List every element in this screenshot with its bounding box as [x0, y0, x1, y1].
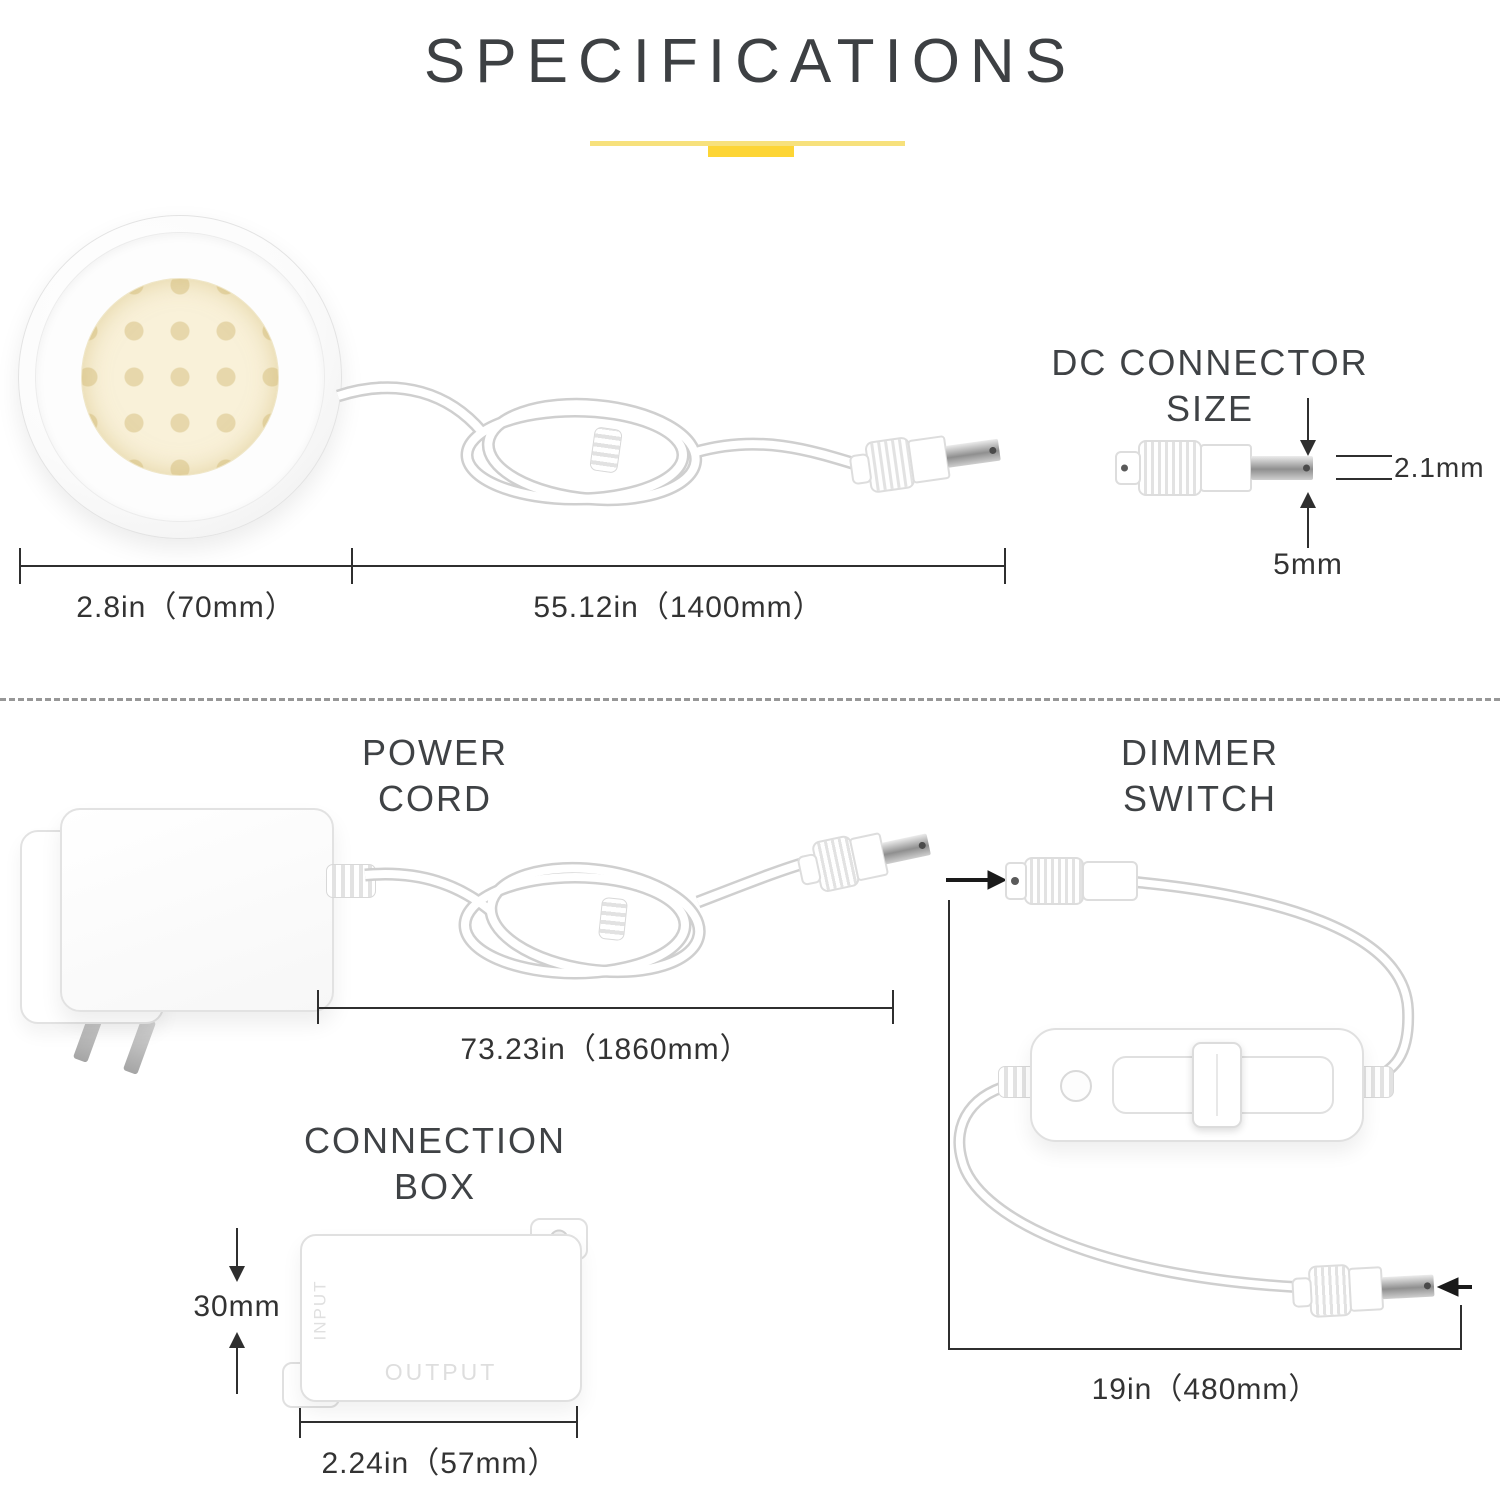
adapter-prong	[122, 1017, 157, 1075]
plug-grip-ribs	[1138, 440, 1202, 496]
dimmer-cord-length-dimension: 19in（480mm）	[1091, 1373, 1320, 1406]
puck-light-lens	[81, 278, 279, 476]
dc-connector-size-illustration	[1115, 440, 1320, 496]
dimmer-dc-plug	[1291, 1260, 1443, 1318]
dimmer-input-connector	[1005, 857, 1145, 905]
connector-body	[1082, 861, 1138, 901]
dim-line	[20, 565, 1005, 567]
dimmer-slider-knob	[1192, 1042, 1242, 1128]
dim-line	[300, 1421, 578, 1423]
plug-metal-tip	[944, 438, 1001, 468]
connection-box-output-label: OUTPUT	[384, 1359, 498, 1385]
down-arrow-icon	[1300, 440, 1316, 456]
section-divider	[0, 698, 1500, 701]
power-cord-title-line1: POWER	[361, 732, 508, 773]
power-adapter-body	[60, 808, 334, 1012]
dim-extension-line	[1460, 1305, 1462, 1350]
dimmer-button	[1060, 1070, 1092, 1102]
dim-arrow-line	[1307, 508, 1309, 548]
plug-back-cap	[848, 452, 873, 486]
dim-arrow-line	[236, 1346, 238, 1394]
dim-line	[949, 1348, 1462, 1350]
connector-grip-ribs	[1024, 857, 1084, 905]
connector-socket-face	[1005, 862, 1027, 900]
plug-barrel	[1200, 444, 1252, 492]
plug-barrel	[907, 435, 951, 484]
dim-line	[318, 1007, 893, 1009]
dc-connector-title-line1: DC CONNECTOR	[1051, 342, 1369, 383]
dimmer-title-line1: DIMMER	[1121, 732, 1279, 773]
dc-connector-title-line2: SIZE	[1165, 388, 1254, 429]
plug-grip-ribs	[1307, 1263, 1353, 1318]
plug-back-cap	[1291, 1276, 1313, 1308]
connection-box-width-dimension: 2.24in（57mm）	[321, 1447, 559, 1480]
dim-extension-line	[1336, 478, 1392, 480]
dimmer-wires-illustration	[946, 870, 1472, 1297]
dimmer-switch-illustration	[1030, 1028, 1364, 1142]
dc-inner-diameter-dimension: 2.1mm	[1394, 452, 1485, 483]
power-cord-title-line2: CORD	[378, 778, 492, 819]
cord-tie-band	[597, 896, 629, 942]
connection-box-illustration: INPUT OUTPUT	[300, 1234, 582, 1402]
dim-arrow-line	[236, 1228, 238, 1268]
power-cord-title: POWER CORD	[280, 730, 590, 822]
plug-back-cap	[1115, 451, 1141, 485]
plug-metal-tip	[881, 833, 931, 865]
dc-connector-size-title: DC CONNECTOR SIZE	[1040, 340, 1380, 432]
dc-outer-diameter-dimension: 5mm	[1273, 548, 1343, 581]
puck-cord-illustration	[336, 381, 864, 507]
dim-extension-line	[948, 900, 950, 1350]
title-accent-line	[590, 141, 905, 146]
connection-box-title-line2: BOX	[393, 1166, 477, 1207]
power-cord-illustration	[364, 855, 810, 980]
dim-extension-line	[1336, 455, 1392, 457]
dimmer-strain-relief	[998, 1066, 1036, 1098]
connection-box-input-label: INPUT	[310, 1279, 330, 1341]
dim-arrow-line	[1307, 398, 1309, 442]
up-arrow-icon	[229, 1332, 245, 1348]
puck-light-illustration	[18, 215, 342, 539]
page-title: SPECIFICATIONS	[423, 27, 1077, 96]
connection-box-title: CONNECTION BOX	[280, 1118, 590, 1210]
cord-length-dimension: 55.12in（1400mm）	[533, 591, 824, 624]
title-accent-bar	[708, 146, 794, 157]
connection-box-title-line1: CONNECTION	[304, 1120, 566, 1161]
plug-metal-tip	[1251, 456, 1313, 480]
plug-metal-tip	[1381, 1274, 1435, 1300]
dimmer-switch-title: DIMMER SWITCH	[1040, 730, 1360, 822]
power-cord-length-dimension: 73.23in（1860mm）	[460, 1033, 751, 1066]
dimmer-title-line2: SWITCH	[1123, 778, 1277, 819]
up-arrow-icon	[1300, 492, 1316, 508]
connection-box-height-dimension: 30mm	[193, 1290, 281, 1323]
dim-tick	[1004, 548, 1006, 584]
dim-endpoint-arrows	[946, 870, 1472, 1297]
down-arrow-icon	[229, 1266, 245, 1282]
dim-tick	[892, 990, 894, 1024]
puck-diameter-dimension: 2.8in（70mm）	[76, 591, 296, 624]
plug-barrel	[1347, 1266, 1385, 1312]
